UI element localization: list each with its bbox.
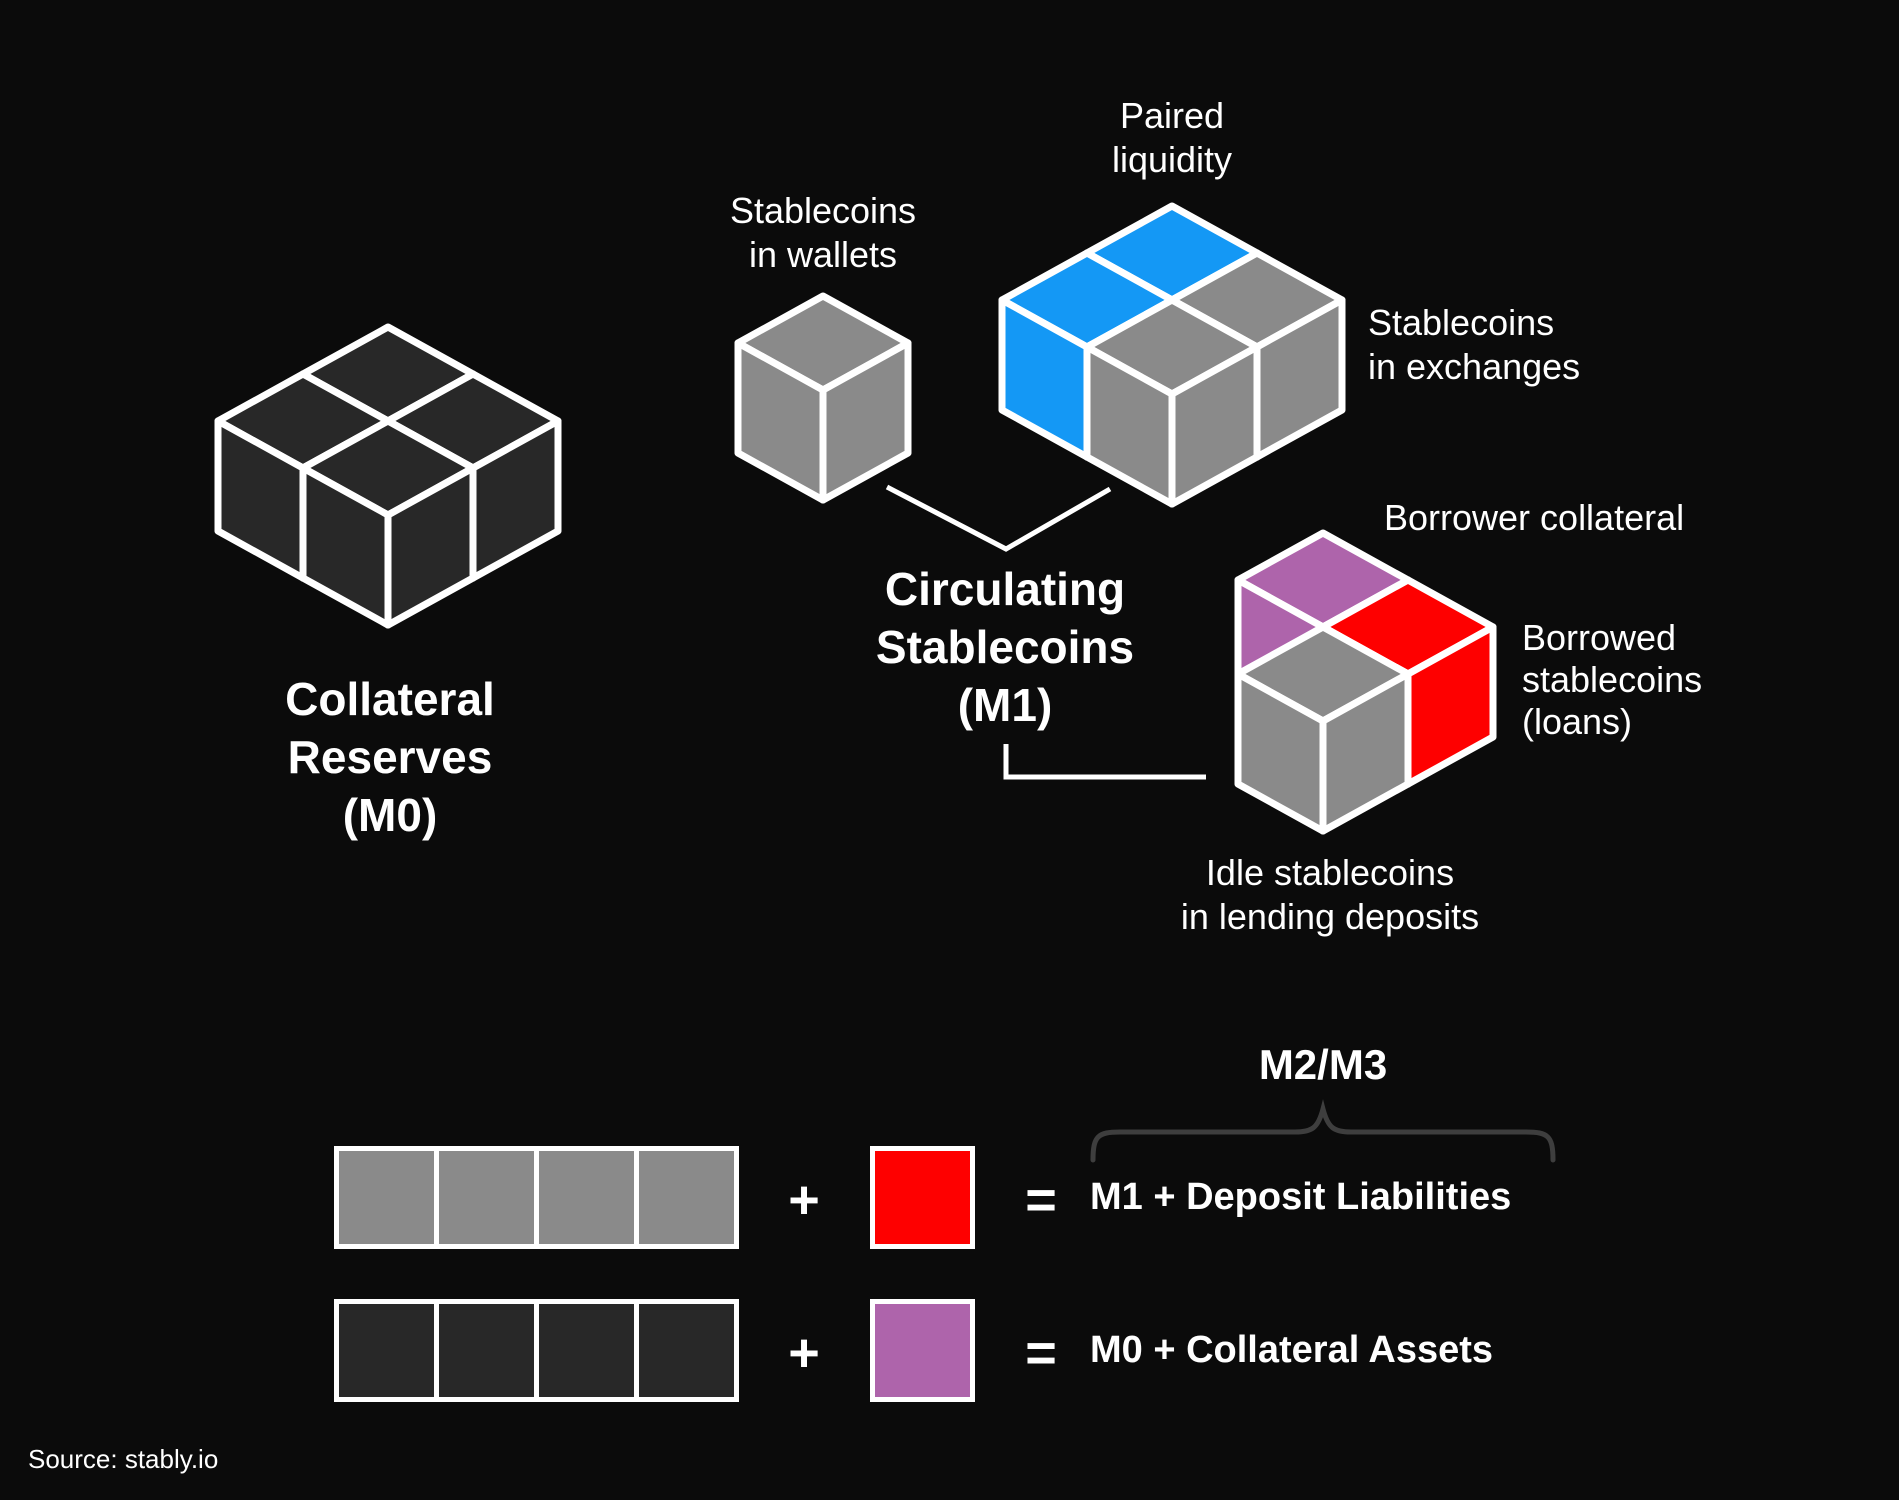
lending-deposits-cubes [1234, 529, 1497, 835]
m1-unit-cell [339, 1151, 434, 1244]
m0-unit-cell [339, 1304, 434, 1397]
stablecoins-in-wallets-cube [734, 292, 912, 504]
purple-fill [875, 1304, 970, 1397]
equals-operator-row1: = [1025, 1170, 1057, 1230]
m1-v-connector [885, 484, 1112, 552]
label-paired-liquidity: Paired liquidity [1111, 95, 1233, 180]
m0-unit-cell [539, 1304, 634, 1397]
heading-circulating-stablecoins-m1: Circulating Stablecoins (M1) [875, 563, 1135, 731]
collateral-reserves-m0-cubes [214, 323, 562, 629]
collateral-assets-square [870, 1299, 975, 1402]
heading-collateral-reserves-m0: Collateral Reserves (M0) [285, 673, 495, 841]
plus-operator-row1: + [788, 1170, 820, 1230]
collateral-reserves-m0-cubes-S-right-face [384, 464, 477, 629]
m0-unit-cell [439, 1304, 534, 1397]
label-stablecoins-in-exchanges: Stablecoins in exchanges [1368, 302, 1581, 387]
m1-elbow-connector [1003, 744, 1206, 780]
label-stablecoins-in-wallets: Stablecoins in wallets [729, 190, 917, 275]
stablecoins-in-exchanges-cubes-S-right-face [1168, 343, 1261, 508]
label-idle-stablecoins: Idle stablecoins in lending deposits [1180, 852, 1480, 937]
label-borrower-collateral: Borrower collateral [1384, 497, 1685, 538]
lending-deposits-cubes-S-right-face [1319, 670, 1412, 835]
stablecoins-in-exchanges-cubes [998, 202, 1346, 508]
red-fill [875, 1151, 970, 1244]
label-borrowed-stablecoins: Borrowed stablecoins (loans) [1522, 617, 1703, 742]
m0-units-bar [334, 1299, 739, 1402]
m2m3-brace [1090, 1099, 1556, 1163]
m1-unit-cell [539, 1151, 634, 1244]
equation-result-m0: M0 + Collateral Assets [1090, 1329, 1494, 1371]
m1-units-bar [334, 1146, 739, 1249]
label-m2-m3: M2/M3 [1258, 1041, 1388, 1088]
source-credit: Source: stably.io [28, 1444, 219, 1474]
stablecoins-in-wallets-cube-N-right-face [819, 339, 912, 504]
equation-result-m2m3: M1 + Deposit Liabilities [1090, 1176, 1512, 1218]
m0-unit-cell [639, 1304, 734, 1397]
m1-unit-cell [439, 1151, 534, 1244]
deposit-liabilities-square [870, 1146, 975, 1249]
equals-operator-row2: = [1025, 1323, 1057, 1383]
m1-unit-cell [639, 1151, 734, 1244]
cube-clusters [214, 202, 1497, 835]
plus-operator-row2: + [788, 1323, 820, 1383]
